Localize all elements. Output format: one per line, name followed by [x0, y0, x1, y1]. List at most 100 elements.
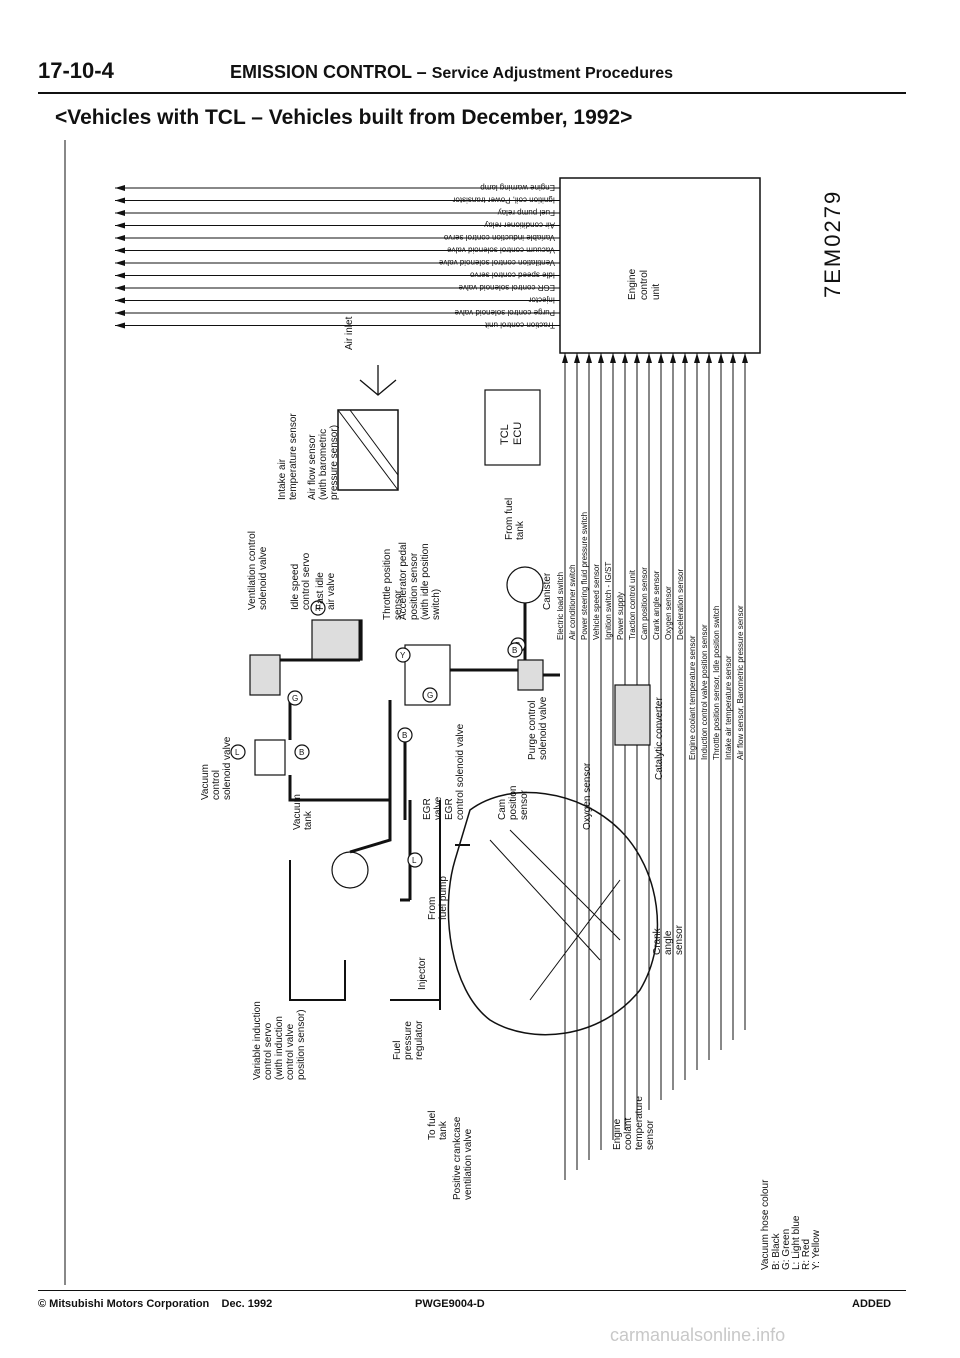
component-label-line: sensor [674, 924, 685, 955]
ecu-title-line: unit [651, 284, 662, 300]
component-label-line: Accelerator pedal [398, 542, 409, 620]
component-label-line: EGR [444, 798, 455, 820]
legend-item: Y: Yellow [811, 1229, 822, 1270]
section-title-main: EMISSION CONTROL – [230, 62, 427, 82]
ecu-title-line: control [639, 270, 650, 300]
component-label-line: Engine [612, 1118, 623, 1150]
output-label: Fuel pump relay [498, 208, 555, 217]
hose-tag-circle [310, 600, 326, 616]
input-arrow [562, 353, 568, 363]
return-line [289, 860, 440, 1001]
component-label-line: control servo [263, 1022, 274, 1080]
hose-tag-letter: R [315, 604, 321, 613]
variable-induction-shape [331, 851, 369, 889]
input-label: Intake air temperature sensor [724, 655, 733, 760]
component-label-line: tank [438, 1120, 449, 1140]
input-arrow [622, 353, 628, 363]
input-label: Air conditioner switch [568, 564, 577, 640]
component-label-line: (with barometric [318, 429, 329, 500]
component-label-line: Air inlet [344, 316, 355, 350]
component-label-line: Fast idle [315, 572, 326, 610]
component-label-line: Canister [542, 572, 553, 610]
input-arrow [646, 353, 652, 363]
component-label-line: angle [663, 930, 674, 955]
output-label: Air conditioner relay [484, 221, 555, 230]
tcl-ecu-line: TCL [499, 424, 511, 445]
output-label: Idle speed control servo [470, 271, 555, 280]
component-label-line: sensor [393, 589, 404, 620]
input-arrow [634, 353, 640, 363]
component-label-line: Air flow sensor [307, 434, 318, 500]
component-label-line: (with induction [274, 1016, 285, 1080]
input-label: Vehicle speed sensor [592, 564, 601, 640]
output-label: EGR control solenoid valve [458, 283, 555, 292]
fuel-lines [439, 800, 470, 1010]
hose-tag-letter: L [235, 748, 240, 757]
component-label-line: Purge control [527, 701, 538, 760]
output-arrow [115, 322, 125, 329]
output-label: Injector [528, 296, 555, 305]
air-flow-sensor-body [337, 409, 399, 491]
input-label: Engine coolant temperature sensor [688, 635, 697, 760]
output-label: Traction control unit [484, 321, 555, 330]
output-arrow [115, 197, 125, 204]
output-label: Ignition coil, Power transistor [452, 196, 555, 205]
canister-shape [506, 566, 544, 604]
component-label-line: temperature [634, 1096, 645, 1150]
input-arrow [718, 353, 724, 363]
component-label-line: Vacuum [200, 764, 211, 800]
watermark: carmanualsonline.info [610, 1325, 786, 1345]
component-label-line: coolant [623, 1118, 634, 1150]
output-arrow [115, 272, 125, 279]
component-label-line: sensor [519, 789, 530, 820]
hose-tag-letter: G [427, 691, 433, 700]
component-label-line: Ventilation control [247, 531, 258, 610]
legend-item: G: Green [781, 1229, 792, 1270]
output-label: Variable induction control servo [443, 233, 555, 242]
section-title: EMISSION CONTROL – Service Adjustment Pr… [230, 62, 673, 83]
tcl-ecu-box [484, 389, 541, 466]
input-arrow [742, 353, 748, 363]
input-label: Power steering fluid pressure switch [580, 512, 589, 640]
output-arrow [115, 222, 125, 229]
component-label-line: air valve [326, 572, 337, 610]
output-arrow [115, 260, 125, 266]
hose-tag-letter: B [402, 731, 407, 740]
component-label-line: fuel pump [438, 876, 449, 920]
input-arrow [682, 353, 688, 363]
ventilation-valve-shape [311, 619, 363, 661]
component-label-line: regulator [414, 1020, 425, 1060]
hose-tags: BLBGBGYRBL [230, 600, 526, 868]
legend-title: Vacuum hose colour [760, 1179, 771, 1270]
input-label: Deceleration sensor [676, 569, 685, 640]
hose-tag-letter: Y [400, 651, 406, 660]
component-label-line: solenoid valve [538, 696, 549, 760]
hose-tag-circle [287, 690, 303, 706]
hose-tag-circle [230, 744, 246, 760]
component-label-line: Crank [652, 927, 663, 955]
output-label: Ventilation control solenoid valve [438, 258, 555, 267]
status-label: ADDED [852, 1298, 892, 1310]
catalytic-converter-shape [614, 684, 651, 746]
hose-tag-circle [422, 687, 438, 703]
component-label-line: tank [515, 520, 526, 540]
air-flow-diag2 [349, 409, 399, 476]
output-arrow [115, 210, 125, 216]
input-label: Cam position sensor [640, 567, 649, 640]
input-arrow [574, 353, 580, 363]
footer-date: Dec. 1992 [221, 1298, 273, 1310]
input-arrow [658, 353, 664, 363]
component-label-line: control valve [285, 1023, 296, 1080]
output-label: Engine warning lamp [480, 183, 555, 192]
figure-title: <Vehicles with TCL – Vehicles built from… [55, 106, 633, 129]
